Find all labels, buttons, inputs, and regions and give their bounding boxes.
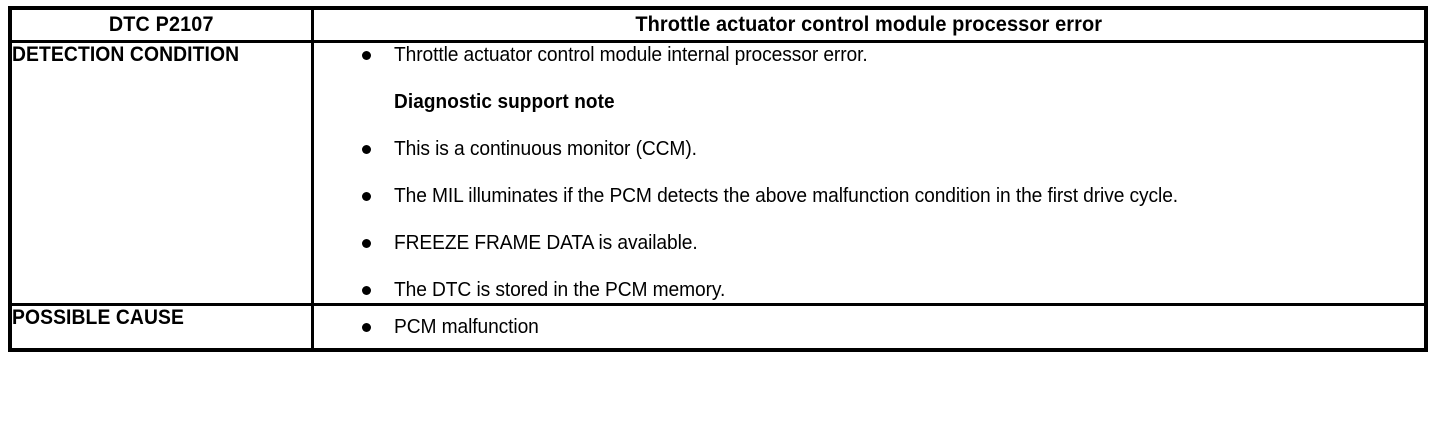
detection-condition-label: DETECTION CONDITION (12, 43, 240, 66)
dtc-code-label: DTC P2107 (108, 13, 214, 36)
list-item-text: Throttle actuator control module interna… (393, 44, 868, 66)
dtc-diagnostic-table: DTC P2107 Throttle actuator control modu… (8, 6, 1428, 352)
bullet-icon (361, 322, 371, 332)
possible-cause-label-cell: POSSIBLE CAUSE (8, 303, 314, 352)
list-item: Throttle actuator control module interna… (314, 43, 1425, 68)
dtc-code-cell: DTC P2107 (17, 6, 305, 43)
detection-condition-content-cell: Throttle actuator control module interna… (310, 40, 1428, 306)
list-item: This is a continuous monitor (CCM). (314, 137, 1425, 162)
dtc-title-cell: Throttle actuator control module process… (338, 6, 1400, 43)
list-item: The DTC is stored in the PCM memory. (314, 278, 1425, 303)
diagnostic-support-note-text: Diagnostic support note (393, 91, 615, 113)
detection-condition-row: DETECTION CONDITION Throttle actuator co… (8, 40, 1428, 306)
list-item-text: The MIL illuminates if the PCM detects t… (393, 185, 1178, 207)
list-item-text: This is a continuous monitor (CCM). (393, 138, 697, 160)
possible-cause-row: POSSIBLE CAUSE PCM malfunction (8, 303, 1428, 352)
bullet-icon (361, 286, 371, 295)
bullet-icon (361, 239, 371, 248)
bullet-icon (361, 145, 371, 154)
list-item: PCM malfunction (314, 315, 1425, 340)
possible-cause-content-cell: PCM malfunction (310, 303, 1428, 352)
list-item-text: The DTC is stored in the PCM memory. (393, 279, 725, 301)
bullet-icon (361, 192, 371, 201)
list-item: The MIL illuminates if the PCM detects t… (314, 184, 1425, 209)
possible-cause-label: POSSIBLE CAUSE (12, 306, 184, 329)
list-item-text: PCM malfunction (393, 315, 539, 338)
table-header-row: DTC P2107 Throttle actuator control modu… (10, 6, 1426, 43)
bullet-icon (361, 51, 371, 60)
diagnostic-support-note-heading: Diagnostic support note (314, 90, 1425, 115)
dtc-title-text: Throttle actuator control module process… (635, 13, 1103, 36)
list-item-text: FREEZE FRAME DATA is available. (393, 232, 698, 254)
detection-condition-label-cell: DETECTION CONDITION (8, 40, 314, 306)
list-item: FREEZE FRAME DATA is available. (314, 231, 1425, 256)
